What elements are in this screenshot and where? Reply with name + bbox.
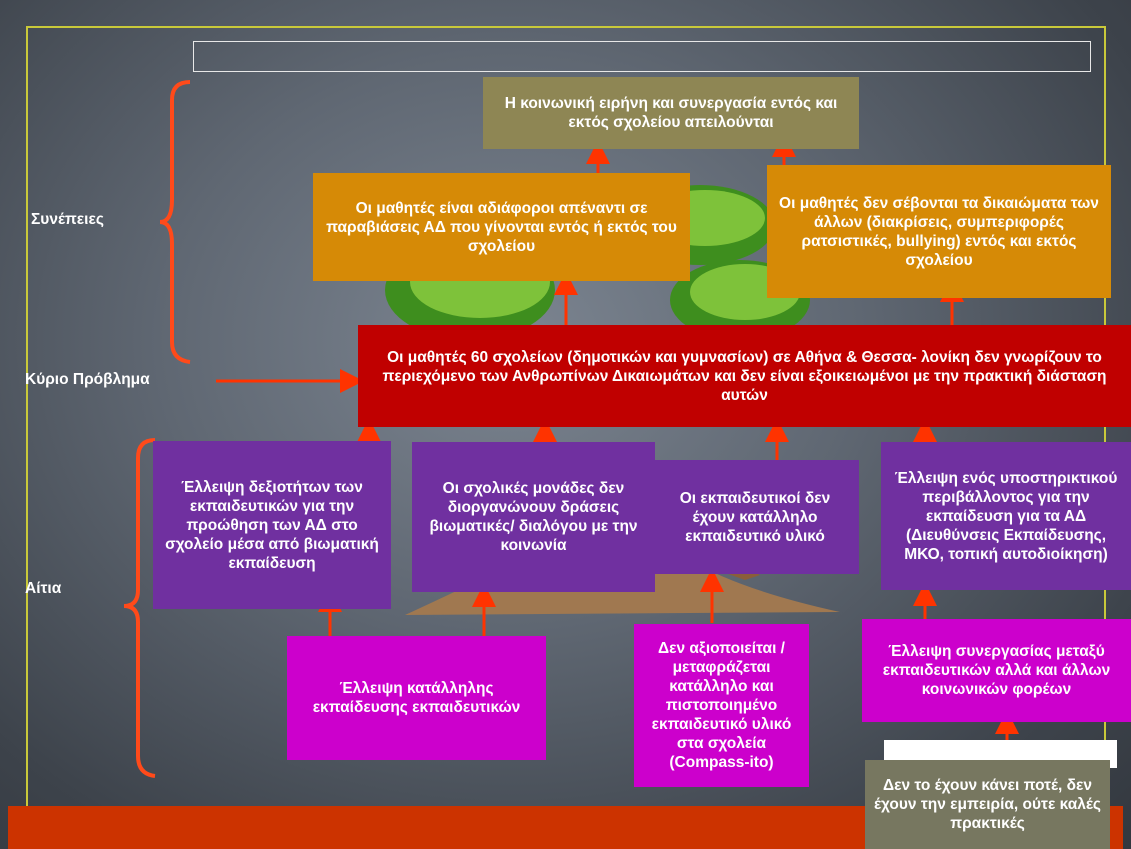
label-main-problem: Κύριο Πρόβλημα <box>25 371 150 388</box>
box-cause-2: Οι σχολικές μονάδες δεν διοργανώνουν δρά… <box>412 442 655 592</box>
box-root-1: Έλλειψη κατάλληλης εκπαίδευσης εκπαιδευτ… <box>287 636 546 760</box>
brace-consequences <box>159 80 191 364</box>
box-root-3: Έλλειψη συνεργασίας μεταξύ εκπαιδευτικών… <box>862 619 1131 722</box>
box-main-problem: Οι μαθητές 60 σχολείων (δημοτικών και γυ… <box>358 325 1131 427</box>
label-consequences: Συνέπειες <box>31 211 104 228</box>
box-cause-4: Έλλειψη ενός υποστηρικτικού περιβάλλοντο… <box>881 442 1131 590</box>
box-root-2: Δεν αξιοποιείται / μεταφράζεται κατάλληλ… <box>634 624 809 787</box>
box-cause-1: Έλλειψη δεξιοτήτων των εκπαιδευτικών για… <box>153 441 391 609</box>
brace-causes <box>123 438 156 778</box>
box-top-consequence: Η κοινωνική ειρήνη και συνεργασία εντός … <box>483 77 859 149</box>
label-causes: Αίτια <box>25 580 62 597</box>
slide-title-placeholder <box>193 41 1091 72</box>
box-consequence-right: Οι μαθητές δεν σέβονται τα δικαιώματα τω… <box>767 165 1111 298</box>
box-consequence-left: Οι μαθητές είναι αδιάφοροι απέναντι σε π… <box>313 173 690 281</box>
box-cause-3: Οι εκπαιδευτικοί δεν έχουν κατάλληλο εκπ… <box>651 460 859 574</box>
box-root-4: Δεν το έχουν κάνει ποτέ, δεν έχουν την ε… <box>865 760 1110 849</box>
